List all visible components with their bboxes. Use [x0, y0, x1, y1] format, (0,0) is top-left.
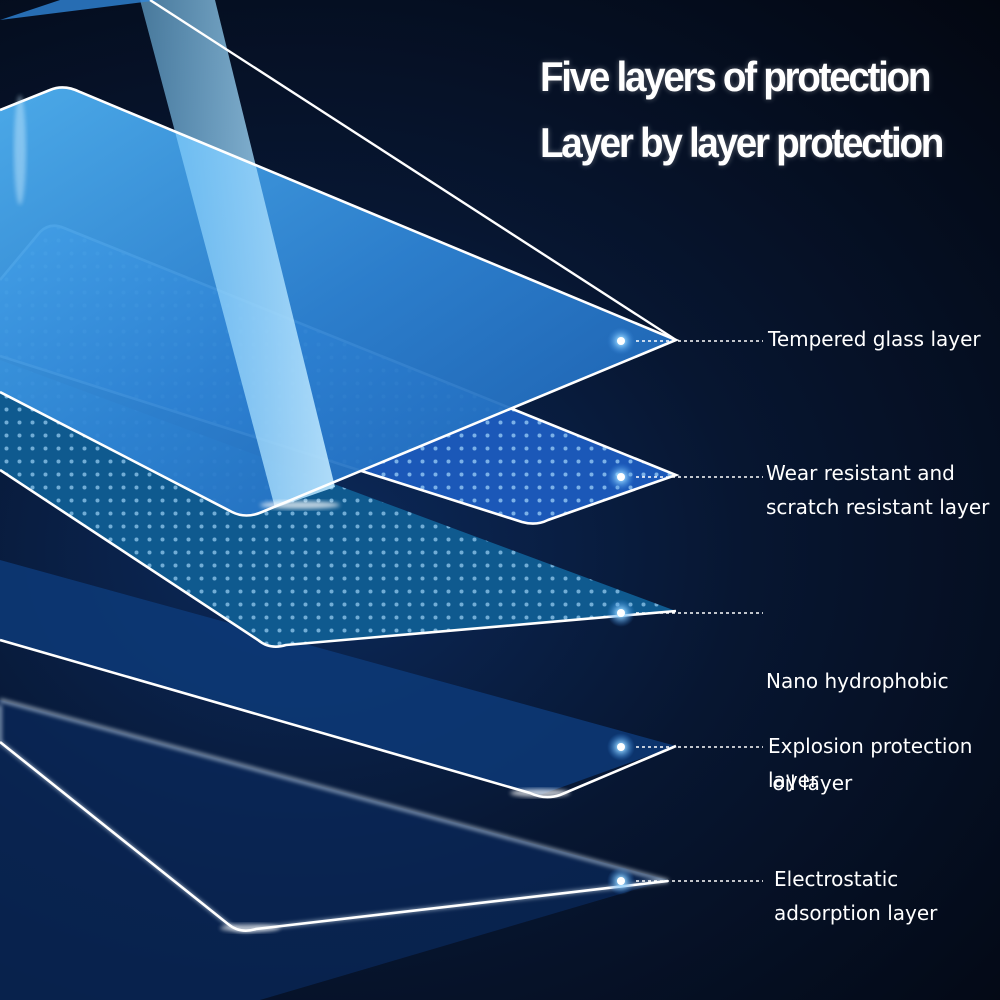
label-line: scratch resistant layer: [766, 495, 990, 519]
tempered-glass-sheet: [0, 0, 680, 517]
callout-explosion-protection: [607, 733, 763, 761]
label-line: Wear resistant and: [766, 461, 955, 485]
callout-tempered-glass: [607, 327, 763, 355]
label-wear-resistant-layer: Wear resistant and scratch resistant lay…: [766, 456, 989, 524]
label-line: Explosion protection: [768, 734, 973, 758]
label-explosion-protection-layer: Explosion protection layer: [768, 729, 972, 797]
label-electrostatic-adsorption-layer: Electrostatic adsorption layer: [774, 862, 937, 930]
label-line: Tempered glass layer: [768, 327, 981, 351]
headline-line-1: Five layers of protection: [540, 53, 931, 100]
label-line: adsorption layer: [774, 901, 938, 925]
label-line: Electrostatic: [774, 867, 899, 891]
callout-wear-resistant: [607, 463, 763, 491]
label-line: layer: [768, 768, 819, 792]
headline-line-2: Layer by layer protection: [540, 119, 944, 166]
label-nano-hydrophobic-layer: Nano hydrophobic oil layer: [766, 596, 949, 868]
light-glints: [14, 95, 570, 932]
label-line: oil layer: [766, 771, 853, 795]
label-line: Nano hydrophobic: [766, 669, 949, 693]
callout-nano-hydrophobic: [607, 599, 763, 627]
label-tempered-glass-layer: Tempered glass layer: [768, 322, 981, 356]
callout-electrostatic: [607, 867, 763, 895]
